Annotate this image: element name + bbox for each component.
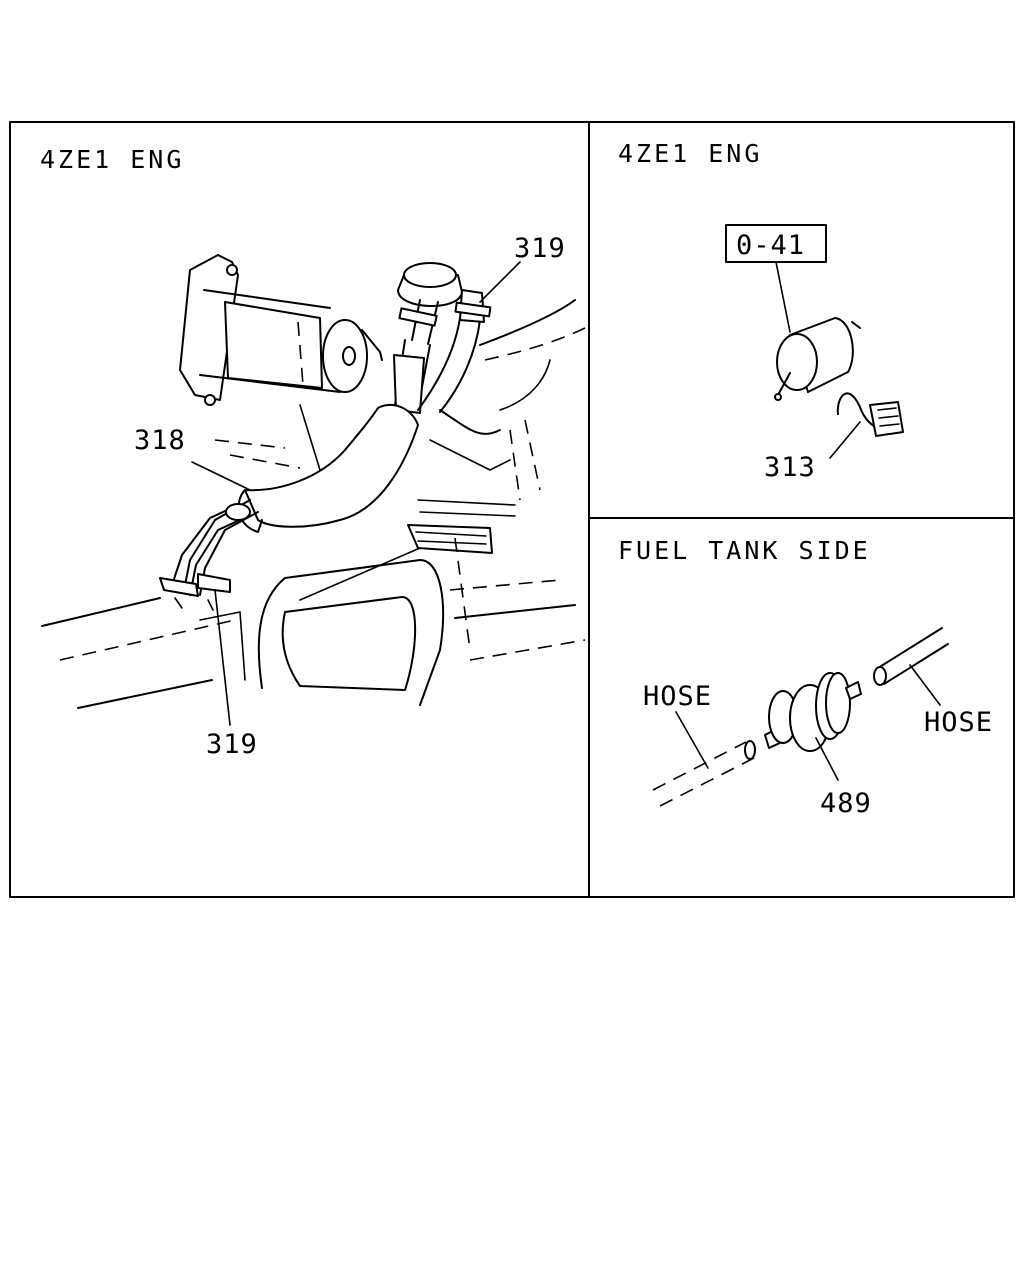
left-panel: 4ZE1 ENG (40, 145, 586, 760)
hose-right (873, 627, 949, 686)
diagram-frame (9, 121, 1015, 898)
leader-319-top (479, 261, 521, 303)
leader-319-bottom (214, 589, 231, 726)
left-panel-header: 4ZE1 ENG (40, 145, 184, 174)
hose-left (652, 740, 756, 807)
label-hose-left: HOSE (643, 681, 712, 712)
ref-box-label: 0-41 (736, 230, 805, 261)
callout-318: 318 (134, 425, 186, 456)
leader-hose-left (675, 711, 709, 769)
top-right-panel: 4ZE1 ENG 0-41 313 (618, 139, 904, 483)
main-hose-318 (237, 403, 419, 533)
starter-motor (179, 254, 383, 406)
ref-leader (775, 261, 791, 333)
leader-hose-right (909, 664, 941, 706)
callout-319-bottom: 319 (206, 729, 258, 760)
label-hose-right: HOSE (924, 707, 993, 738)
bottom-right-panel-header: FUEL TANK SIDE (618, 536, 871, 565)
top-right-panel-header: 4ZE1 ENG (618, 139, 762, 168)
leader-313 (829, 421, 861, 459)
pressure-regulator (397, 262, 463, 345)
leader-489 (815, 737, 839, 781)
callout-313: 313 (764, 452, 816, 483)
callout-489: 489 (820, 788, 872, 819)
callout-319-top: 319 (514, 233, 566, 264)
lower-pipes (159, 499, 259, 611)
bottom-right-panel: FUEL TANK SIDE HOSE HOSE 489 (618, 536, 993, 819)
fuel-filter-489 (764, 672, 862, 752)
fuel-lines (393, 289, 492, 414)
leader-318 (191, 461, 251, 491)
sensor-313-body (774, 317, 904, 437)
vehicle-body-outline (41, 299, 586, 709)
